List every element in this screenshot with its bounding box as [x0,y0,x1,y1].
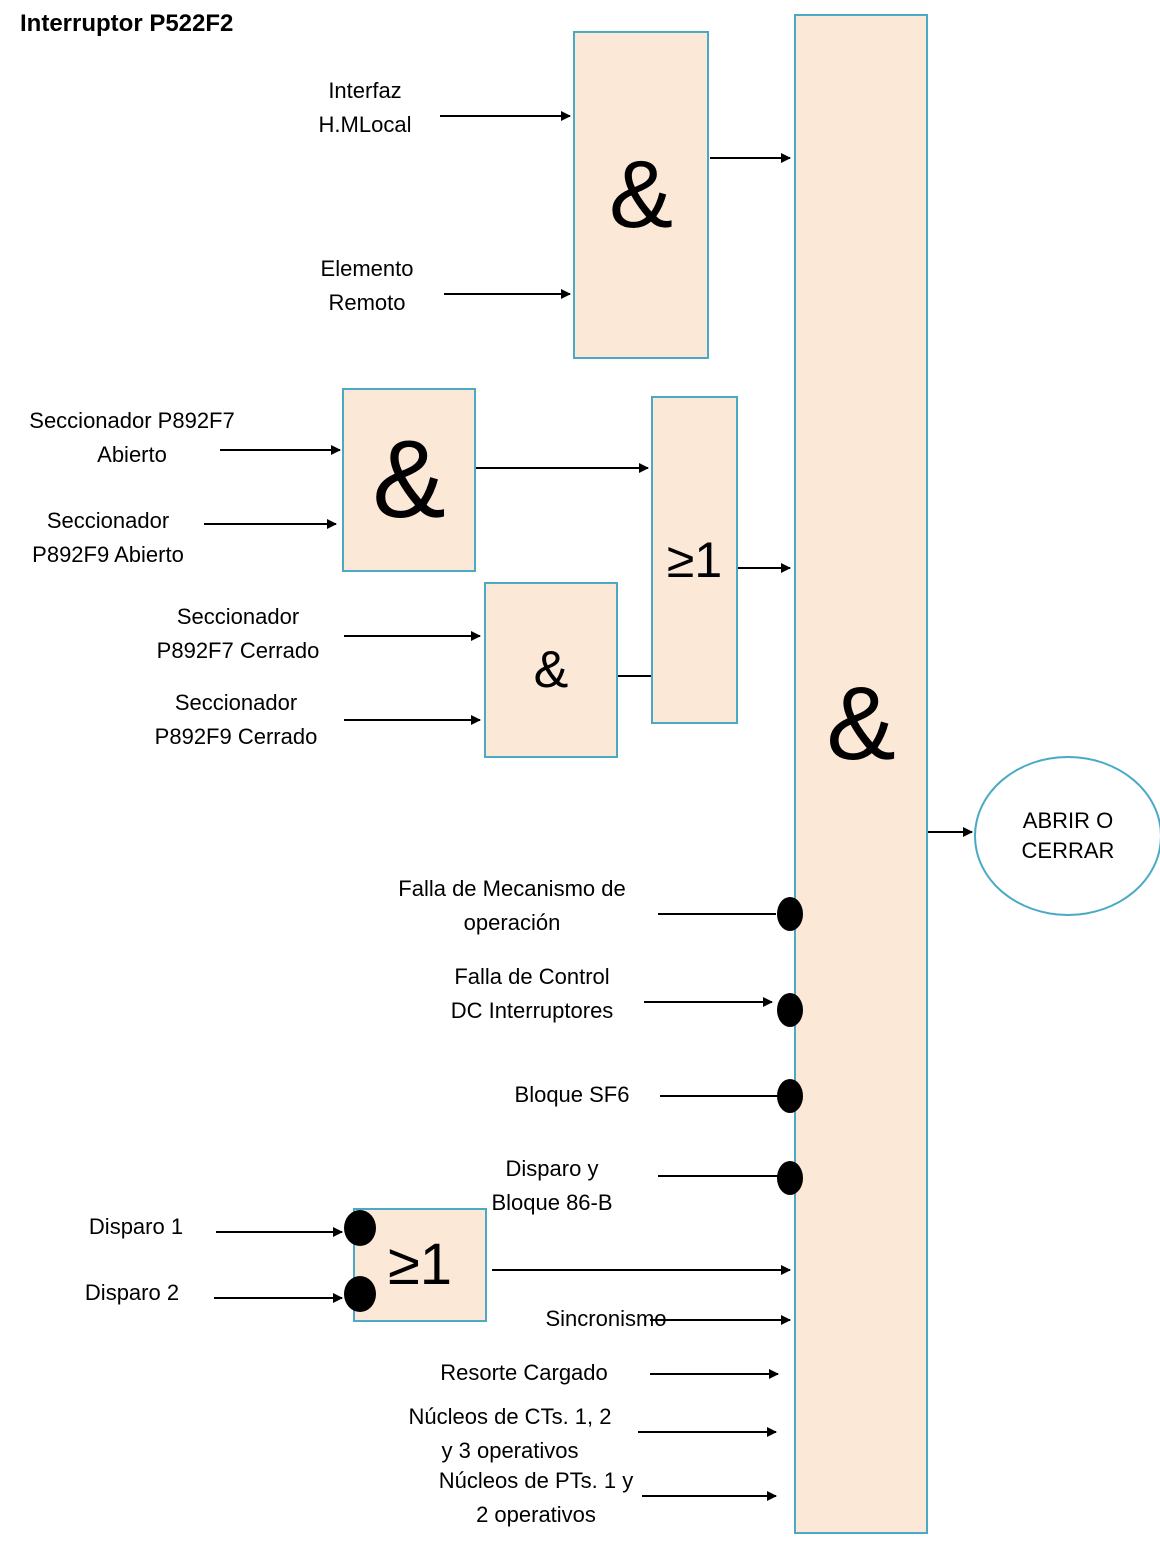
and-symbol: & [372,418,446,541]
negation-bubble-falla-mecanismo [777,897,803,931]
negation-bubble-disparo-bloque [777,1161,803,1195]
and-gate-seccionador-cerrado: & [484,582,618,758]
negation-bubble-disparo2 [344,1276,376,1312]
and-gate-main: & [794,14,928,1534]
output-abrir-cerrar: ABRIR O CERRAR [974,756,1160,916]
or-symbol: ≥1 [387,1232,453,1297]
output-line-1: ABRIR O [1022,808,1114,833]
label-disparo2: Disparo 2 [84,1280,180,1305]
and-symbol: & [533,641,569,699]
or-symbol: ≥1 [666,532,723,588]
negation-bubble-bloque-sf6 [777,1079,803,1113]
diagram-title: Interruptor P522F2 [20,10,234,37]
label-sincronismo: Sincronismo [545,1306,667,1331]
and-symbol: & [608,141,674,248]
negation-bubble-disparo1 [344,1210,376,1246]
and-symbol: & [826,666,896,782]
and-gate-seccionador-abierto: & [342,388,476,572]
label-disparo1: Disparo 1 [88,1214,184,1239]
output-line-2: CERRAR [1021,838,1115,863]
negation-bubble-falla-control [777,993,803,1027]
or-gate-seccionador: ≥1 [651,396,738,724]
label-bloque-sf6: Bloque SF6 [514,1082,630,1107]
and-gate-hmi: & [573,31,709,359]
label-resorte-cargado: Resorte Cargado [440,1360,608,1385]
